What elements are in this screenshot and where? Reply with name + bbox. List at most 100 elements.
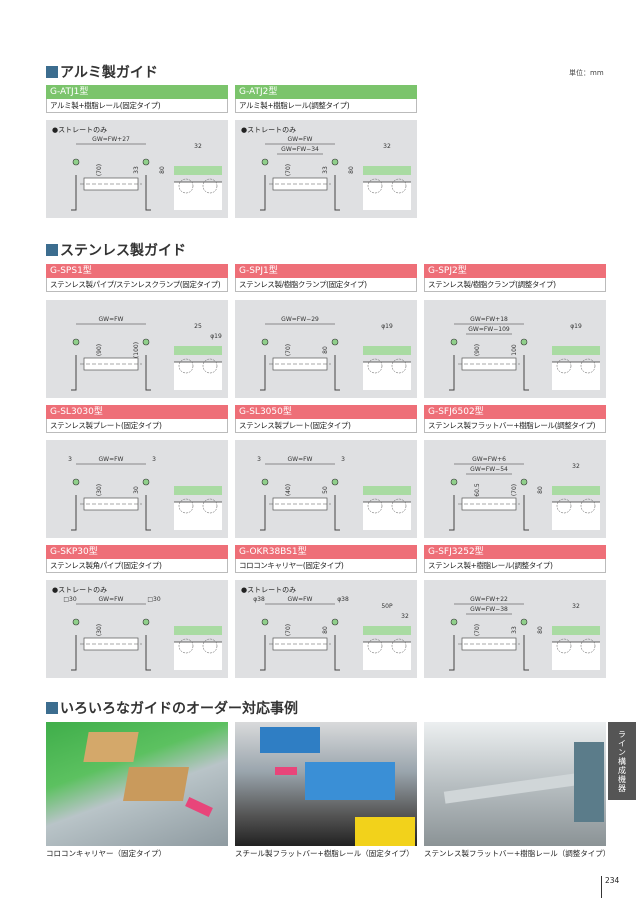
- side-view-frame: [552, 362, 600, 390]
- model-description: ステンレス製+樹脂レール(調整タイプ): [424, 559, 606, 573]
- side-view-frame: [363, 362, 411, 390]
- straight-only-note: ●ストレートのみ: [52, 126, 108, 134]
- side-view-frame: [363, 642, 411, 670]
- model-description: ステンレス製プレート(固定タイプ): [235, 419, 417, 433]
- guide-clamp: [450, 478, 458, 486]
- dimension-label-height: (70): [285, 164, 292, 176]
- box-shape: [123, 767, 189, 801]
- crate-shape: [305, 762, 395, 800]
- side-view-rail: [552, 486, 600, 495]
- dimension-label-height: 33: [322, 166, 329, 174]
- dimension-label-inner-width: GW=FW−38: [470, 606, 508, 613]
- model-description: ステンレス製フラットバー+樹脂レール(調整タイプ): [424, 419, 606, 433]
- frame-post: [71, 175, 151, 211]
- dimension-label-width: GW=FW−29: [281, 316, 319, 323]
- side-view-frame: [174, 642, 222, 670]
- roller-circle: [178, 638, 194, 654]
- arrow-shape: [275, 767, 297, 775]
- side-view-frame: [174, 362, 222, 390]
- guide-clamp: [331, 158, 339, 166]
- guide-clamp: [520, 338, 528, 346]
- model-description: ステンレス製プレート(固定タイプ): [46, 419, 228, 433]
- model-description: ステンレス製/樹脂クランプ(固定タイプ): [235, 278, 417, 292]
- rail-shape: [355, 817, 415, 846]
- frame-post: [71, 635, 151, 671]
- side-view-frame: [174, 502, 222, 530]
- guide-clamp: [72, 618, 80, 626]
- section-title-text: いろいろなガイドのオーダー対応事例: [60, 701, 298, 717]
- roller-circle: [367, 638, 383, 654]
- dimension-label-side: φ19: [570, 323, 582, 330]
- photo-caption: スチール製フラットバー+樹脂レール（固定タイプ）: [235, 849, 414, 858]
- frame-post: [449, 495, 529, 531]
- diagram-svg: GW=FW□30□30(30): [63, 596, 222, 671]
- model-description: アルミ製+樹脂レール(固定タイプ): [46, 99, 228, 113]
- dimension-label-height: 80: [537, 486, 544, 494]
- guide-card: G-SFJ6502型 ステンレス製フラットバー+樹脂レール(調整タイプ) GW=…: [424, 405, 606, 538]
- page-number: 234: [601, 876, 619, 898]
- dimension-label-side: φ19: [210, 333, 222, 340]
- section-title-stainless: ステンレス製ガイド: [46, 240, 186, 260]
- dimension-label-edge: 3: [257, 456, 261, 463]
- roller-circle: [367, 498, 383, 514]
- roller-circle: [556, 638, 572, 654]
- dimension-label-height: 33: [133, 166, 140, 174]
- side-view-rail: [552, 346, 600, 355]
- side-tab[interactable]: ライン構成機器: [608, 722, 636, 800]
- roller-circle: [202, 498, 218, 514]
- dimension-label-height: (70): [285, 624, 292, 636]
- dimension-label-width: GW=FW+18: [470, 316, 508, 323]
- dimension-label-inner-width: GW=FW−34: [281, 146, 319, 153]
- dimension-label-width: GW=FW: [99, 456, 124, 463]
- dimension-label-side: 32: [572, 603, 580, 610]
- crate-shape: [260, 727, 320, 753]
- section-title-text: ステンレス製ガイド: [60, 243, 186, 259]
- dimension-label-height: (100): [133, 342, 140, 358]
- guide-card: G-SKP30型 ステンレス製角パイプ(固定タイプ) ●ストレートのみ GW=F…: [46, 545, 228, 678]
- roller-circle: [391, 638, 407, 654]
- side-view-rail: [552, 626, 600, 635]
- section-title-text: アルミ製ガイド: [60, 65, 158, 81]
- side-view-rail: [363, 626, 411, 635]
- guide-clamp: [331, 618, 339, 626]
- dimension-label-height: 50: [322, 486, 329, 494]
- dimension-label-height: 30: [133, 486, 140, 494]
- dimension-label-side: 25: [194, 323, 202, 330]
- dimension-label-side: φ19: [381, 323, 393, 330]
- dimension-label-side: 32: [401, 613, 409, 620]
- dimension-label-height: (90): [96, 344, 103, 356]
- side-view-frame: [363, 502, 411, 530]
- side-view-rail: [174, 346, 222, 355]
- model-name: G-SL3030型: [46, 405, 228, 419]
- roller-circle: [178, 358, 194, 374]
- roller-circle: [391, 498, 407, 514]
- photo-koro-carrier: [46, 722, 228, 846]
- roller-circle: [367, 178, 383, 194]
- dimension-label-height: 80: [159, 166, 166, 174]
- model-description: ステンレス製角パイプ(固定タイプ): [46, 559, 228, 573]
- dimension-label-edge: 3: [152, 456, 156, 463]
- side-view-rail: [363, 486, 411, 495]
- roller-circle: [367, 358, 383, 374]
- machine-shape: [574, 742, 604, 822]
- side-view-rail: [363, 166, 411, 175]
- straight-only-note: ●ストレートのみ: [241, 126, 297, 134]
- dimension-label-inner-width: GW=FW−54: [470, 466, 508, 473]
- side-view-frame: [552, 502, 600, 530]
- roller-circle: [580, 358, 596, 374]
- dimension-label-width: GW=FW: [288, 596, 313, 603]
- section-title-custom: いろいろなガイドのオーダー対応事例: [46, 698, 298, 718]
- frame-post: [71, 495, 151, 531]
- guide-clamp: [142, 478, 150, 486]
- guide-clamp: [520, 618, 528, 626]
